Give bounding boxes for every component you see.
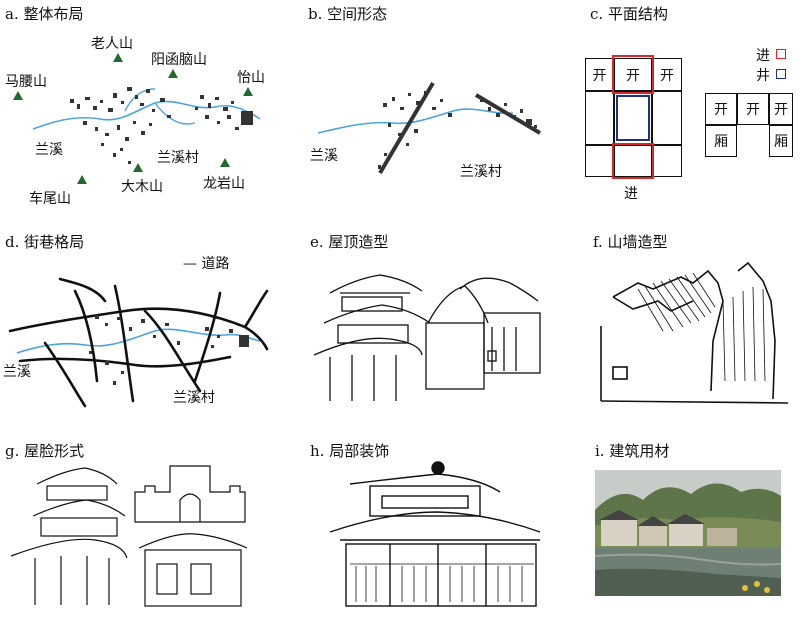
- legend-swatch-blue: [776, 69, 786, 79]
- panel-title: i. 建筑用材: [595, 442, 670, 460]
- river-label-lanxi: 兰溪: [3, 364, 31, 380]
- mountain-label-chewei: 车尾山: [29, 191, 71, 207]
- highlight-jin-top: [612, 55, 654, 94]
- gable-sketch: [600, 261, 789, 404]
- village-photo: [595, 470, 781, 596]
- plan-cell-side: [652, 145, 682, 177]
- panel-title: f. 山墙造型: [593, 233, 668, 251]
- village-label-lanxicun: 兰溪村: [157, 150, 199, 166]
- legend-swatch-red: [776, 49, 786, 59]
- legend-road: — 道路: [183, 256, 230, 272]
- legend-label-jin: 进: [756, 48, 770, 64]
- panel-title: g. 屋脸形式: [5, 442, 85, 460]
- panel-title: h. 局部装饰: [310, 442, 390, 460]
- panel-title: b. 空间形态: [308, 5, 388, 23]
- mountain-icon: [13, 91, 23, 100]
- mountain-icon: [243, 87, 253, 96]
- plan-cell-side: [652, 91, 682, 145]
- highlight-jing: [616, 95, 650, 141]
- mountain-icon: [168, 69, 178, 78]
- mountain-label-yanghan: 阳函脑山: [151, 52, 207, 68]
- plan-cell-kai-center: 开: [614, 58, 652, 91]
- spatial-form-map: [317, 81, 542, 175]
- village-map: [32, 87, 261, 164]
- mountain-icon: [133, 163, 143, 172]
- panel-e-roof-shape: e. 屋顶造型: [310, 231, 570, 421]
- panel-c-plan-structure: c. 平面结构 进 井 开 开 开 进 开 开 开 厢 厢: [585, 3, 795, 202]
- panel-a-overall-layout: a. 整体布局 老人山 马腰山 阳函脑山 怡山 兰溪 兰溪村 车尾山 大木山: [5, 3, 265, 207]
- mountain-icon: [77, 175, 87, 184]
- facade-sketch: [10, 465, 248, 607]
- mountain-icon: [220, 158, 230, 167]
- panel-b-spatial-form: b. 空间形态 兰溪 兰溪村: [308, 3, 558, 193]
- photo-illustration: [595, 470, 781, 596]
- panel-title: e. 屋顶造型: [310, 233, 389, 251]
- plan-cell-kai: 开: [652, 58, 682, 91]
- river-label-lanxi: 兰溪: [35, 142, 63, 158]
- plan-cell-bottom: [614, 145, 652, 177]
- panel-h-local-decoration: h. 局部装饰: [310, 440, 575, 630]
- panel-f-gable-wall: f. 山墙造型: [593, 231, 798, 421]
- plan-cell-kai: 开: [737, 93, 769, 125]
- village-label-lanxicun: 兰溪村: [460, 164, 502, 180]
- plan-cell-side: [585, 91, 614, 145]
- panel-g-facade-form: g. 屋脸形式: [5, 440, 275, 630]
- village-label-lanxicun: 兰溪村: [173, 390, 215, 406]
- panel-title: a. 整体布局: [5, 5, 84, 23]
- street-map: [8, 277, 269, 408]
- plan-cell-kai: 开: [585, 58, 614, 91]
- plan-cell-xiang: 厢: [769, 125, 793, 157]
- plan-cell-kai: 开: [769, 93, 793, 125]
- mountain-label-longyan: 龙岩山: [203, 176, 245, 192]
- panel-title: d. 街巷格局: [5, 233, 85, 251]
- plan-cell-side: [585, 145, 614, 177]
- mountain-label-laoren: 老人山: [91, 36, 133, 52]
- mountain-label-mayao: 马腰山: [5, 74, 47, 90]
- mountain-label-yi: 怡山: [237, 70, 265, 86]
- roof-sketch: [313, 274, 541, 401]
- panel-i-building-material: i. 建筑用材: [595, 440, 795, 630]
- legend-label-jing: 井: [756, 68, 770, 84]
- panel-title: c. 平面结构: [590, 5, 668, 23]
- mountain-icon: [113, 53, 123, 62]
- plan-cell-xiang: 厢: [705, 125, 737, 157]
- highlight-jin-bottom: [612, 143, 654, 179]
- plan-cell-kai: 开: [705, 93, 737, 125]
- river-label-lanxi: 兰溪: [310, 148, 338, 164]
- panel-d-street-pattern: d. 街巷格局 — 道路 兰溪 兰溪村: [3, 231, 285, 421]
- decoration-sketch: [329, 461, 541, 607]
- plan-label-jin: 进: [624, 186, 638, 202]
- mountain-label-damu: 大木山: [121, 179, 163, 195]
